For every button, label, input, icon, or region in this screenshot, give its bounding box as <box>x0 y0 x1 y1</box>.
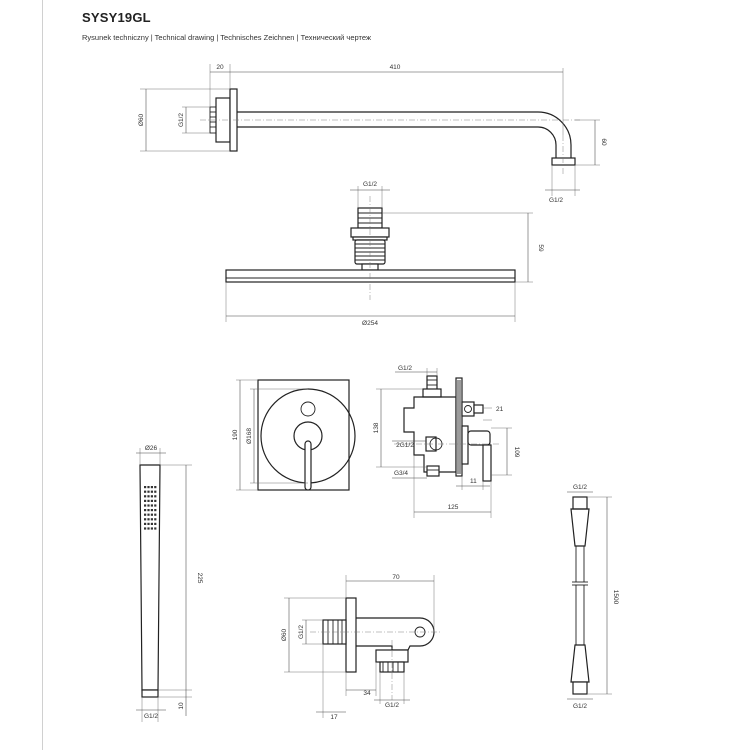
nozzle-dot <box>150 490 153 493</box>
head-diameter-dim: Ø254 <box>362 320 378 327</box>
shower-arm-drawing: 20 410 Ø60 G1/2 60 G1/2 <box>138 64 607 204</box>
nozzle-dot <box>147 513 150 516</box>
valve-supply-dim: G3/4 <box>394 470 408 477</box>
hand-10-dim: 10 <box>178 702 185 710</box>
hand-diameter-dim: Ø26 <box>145 445 158 452</box>
page-frame <box>42 0 750 750</box>
nozzle-dot <box>154 499 157 502</box>
nozzle-dot <box>150 513 153 516</box>
valve-11-dim: 11 <box>470 478 477 485</box>
page-subtitle: Rysunek techniczny | Technical drawing |… <box>82 33 371 42</box>
nozzle-dot <box>144 518 147 521</box>
wall-elbow-drawing: 70 Ø60 G1/2 34 17 G1/2 <box>281 574 440 721</box>
plate-diameter-dim: Ø168 <box>246 428 253 444</box>
valve-width-dim: 125 <box>448 504 459 511</box>
nozzle-dot <box>144 499 147 502</box>
nozzle-dot <box>154 527 157 530</box>
arm-outlet-dim: G1/2 <box>549 197 563 204</box>
arm-height-dim: 60 <box>600 138 607 146</box>
nozzle-dot <box>144 495 147 498</box>
nozzle-dot <box>147 499 150 502</box>
nozzle-dot <box>150 495 153 498</box>
arm-diameter-dim: Ø60 <box>138 113 145 126</box>
hose-length-dim: 1500 <box>612 590 619 605</box>
elbow-outlet-dim: G1/2 <box>385 702 399 709</box>
nozzle-dot <box>154 509 157 512</box>
hand-shower-drawing: Ø26 225 10 G1/2 <box>136 445 203 722</box>
valve-outlet-dim: 2G1/2 <box>396 442 414 449</box>
nozzle-dot <box>150 522 153 525</box>
nozzle-dot <box>147 527 150 530</box>
nozzle-dot <box>144 509 147 512</box>
valve-height-dim: 138 <box>373 422 380 433</box>
page-title: SYSY19GL <box>82 10 151 25</box>
nozzle-dot <box>144 504 147 507</box>
hand-shower-nozzles <box>144 486 157 530</box>
nozzle-dot <box>147 504 150 507</box>
nozzle-dot <box>150 509 153 512</box>
nozzle-dot <box>144 486 147 489</box>
nozzle-dot <box>154 490 157 493</box>
hand-length-dim: 225 <box>196 573 203 584</box>
nozzle-dot <box>147 509 150 512</box>
nozzle-dot <box>154 486 157 489</box>
arm-thread-dim: G1/2 <box>178 113 185 127</box>
head-height-dim: 59 <box>537 244 544 252</box>
wall-plate-drawing: 190 Ø168 <box>232 379 356 491</box>
nozzle-dot <box>154 513 157 516</box>
valve-depth-21-dim: 21 <box>496 406 504 413</box>
nozzle-dot <box>150 499 153 502</box>
elbow-length-dim: 70 <box>392 574 400 581</box>
nozzle-dot <box>150 486 153 489</box>
hose-bottom-thread-dim: G1/2 <box>573 703 587 710</box>
nozzle-dot <box>144 490 147 493</box>
arm-length-dim: 410 <box>390 64 401 71</box>
nozzle-dot <box>147 518 150 521</box>
shower-head-drawing: G1/2 59 Ø254 <box>225 181 544 327</box>
elbow-17-dim: 17 <box>330 714 338 721</box>
shower-hose-drawing: G1/2 1500 G1/2 <box>567 484 619 710</box>
nozzle-dot <box>154 522 157 525</box>
hand-thread-dim: G1/2 <box>144 713 158 720</box>
arm-flange-dim: 20 <box>216 64 224 71</box>
hose-top-thread-dim: G1/2 <box>573 484 587 491</box>
nozzle-dot <box>154 504 157 507</box>
valve-inlet-dim: G1/2 <box>398 365 412 372</box>
nozzle-dot <box>144 527 147 530</box>
nozzle-dot <box>147 490 150 493</box>
nozzle-dot <box>147 495 150 498</box>
nozzle-dot <box>147 486 150 489</box>
nozzle-dot <box>147 522 150 525</box>
nozzle-dot <box>154 495 157 498</box>
head-thread-dim: G1/2 <box>363 181 377 188</box>
valve-109-dim: 109 <box>513 447 520 458</box>
nozzle-dot <box>154 518 157 521</box>
nozzle-dot <box>150 504 153 507</box>
plate-height-dim: 190 <box>232 429 239 440</box>
elbow-thread-dim: G1/2 <box>298 625 305 639</box>
elbow-diameter-dim: Ø60 <box>281 628 288 641</box>
nozzle-dot <box>144 522 147 525</box>
elbow-34-dim: 34 <box>363 690 371 697</box>
nozzle-dot <box>144 513 147 516</box>
nozzle-dot <box>150 527 153 530</box>
nozzle-dot <box>150 518 153 521</box>
concealed-valve-drawing: G1/2 138 2G1/2 G3/4 21 109 11 125 <box>373 365 520 518</box>
